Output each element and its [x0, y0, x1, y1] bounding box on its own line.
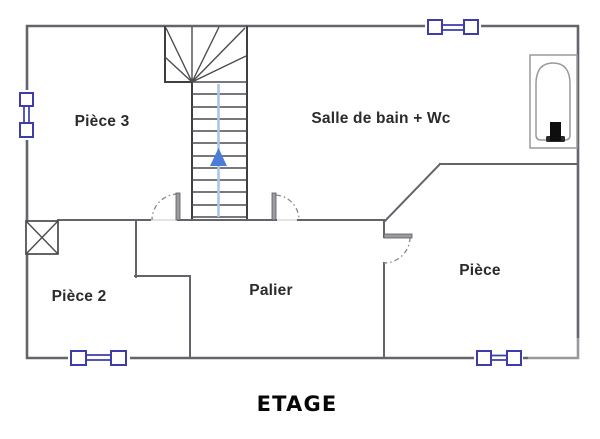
bathtub-icon	[529, 54, 578, 149]
room-label-piece: Pièce	[459, 262, 501, 279]
door-piece-icon	[383, 233, 413, 264]
room-label-palier: Palier	[249, 282, 293, 299]
exterior-walls	[25, 24, 580, 360]
room-label-salle-de-bain: Salle de bain + Wc	[311, 110, 451, 127]
stairs-direction-arrow-icon	[210, 84, 227, 217]
door-piece3-icon	[151, 192, 181, 221]
window-bottom-left-icon	[68, 348, 130, 367]
window-left-icon	[17, 90, 36, 140]
room-label-piece-2: Pièce 2	[51, 288, 107, 305]
crossed-box-icon	[25, 220, 59, 255]
door-salle-de-bain-icon	[271, 192, 300, 221]
room-label-piece-3: Pièce 3	[74, 113, 130, 130]
diagonal-wall	[382, 162, 442, 224]
window-bottom-right-icon	[474, 348, 523, 367]
staircase-up-icon	[164, 26, 248, 219]
interior-walls	[57, 162, 579, 359]
window-top-icon	[425, 17, 481, 36]
corner-fade	[528, 338, 592, 362]
plan-title: ETAGE	[256, 392, 338, 416]
